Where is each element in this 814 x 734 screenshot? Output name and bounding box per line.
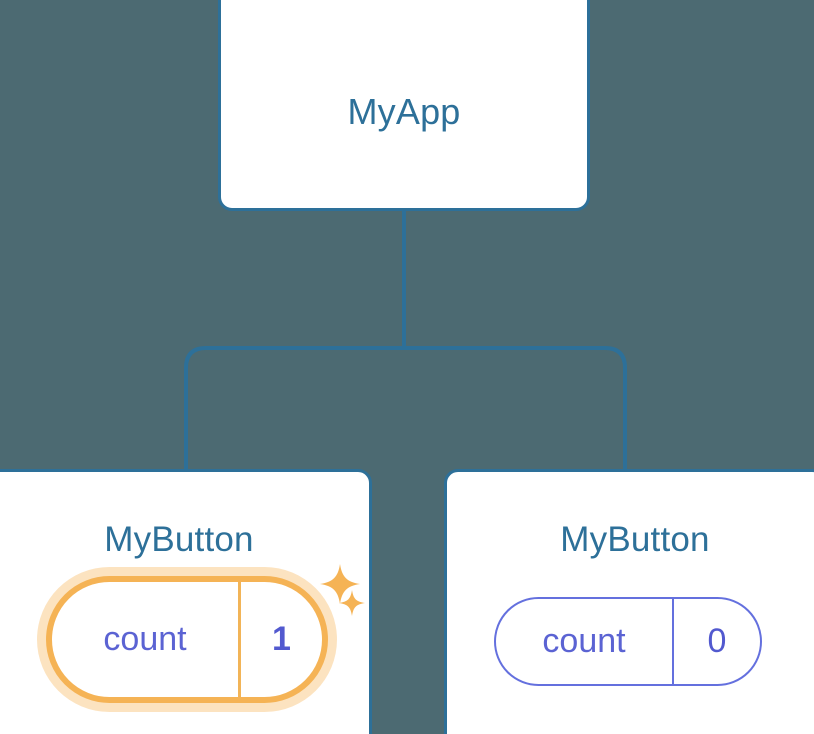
connector-branch-right bbox=[404, 346, 627, 472]
state-value: 0 bbox=[672, 599, 760, 684]
state-pill-count-updated[interactable]: count 1 bbox=[46, 576, 328, 703]
connector-branch-left bbox=[184, 346, 404, 472]
component-title: MyApp bbox=[347, 91, 461, 132]
state-key: count bbox=[103, 620, 187, 658]
component-node-myapp[interactable]: MyApp bbox=[218, 0, 590, 211]
component-title: MyButton bbox=[104, 520, 254, 559]
state-key: count bbox=[542, 622, 626, 660]
component-title: MyButton bbox=[560, 520, 710, 559]
state-pill-count-unchanged[interactable]: count 0 bbox=[494, 597, 762, 686]
state-value: 1 bbox=[238, 582, 322, 697]
